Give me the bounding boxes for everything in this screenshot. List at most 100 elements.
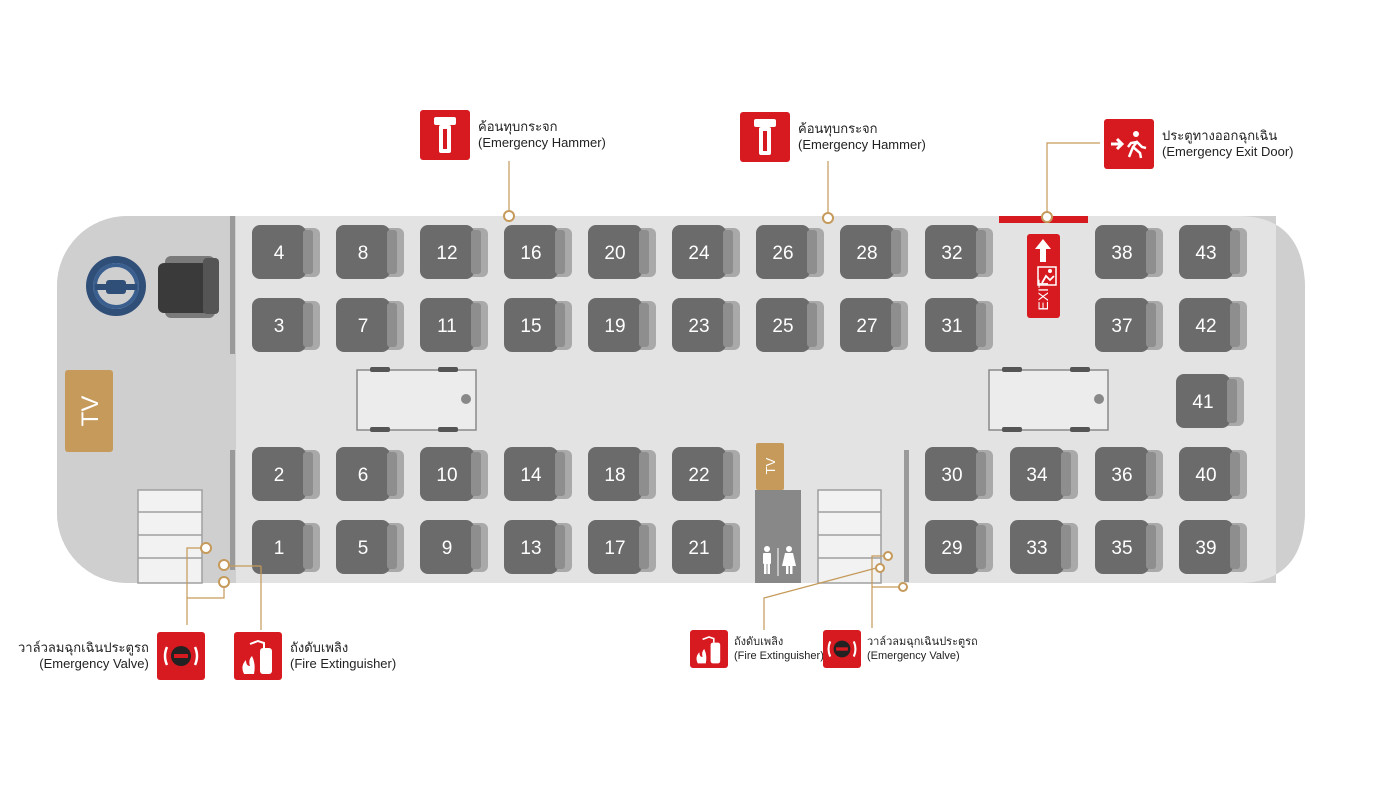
hammer1-th: ค้อนทุบกระจก <box>478 119 558 134</box>
seat-25[interactable]: 25 <box>756 298 824 352</box>
seat-32[interactable]: 32 <box>925 225 993 279</box>
hammer-icon <box>740 112 790 162</box>
legend-hammer-2: ค้อนทุบกระจก(Emergency Hammer) <box>740 112 926 162</box>
seat-number: 19 <box>604 316 625 337</box>
seat-number: 12 <box>436 243 457 264</box>
seat-5[interactable]: 5 <box>336 520 404 574</box>
seat-26[interactable]: 26 <box>756 225 824 279</box>
seat-number: 21 <box>688 538 709 559</box>
seat-2[interactable]: 2 <box>252 447 320 501</box>
seat-3[interactable]: 3 <box>252 298 320 352</box>
exit-door-en: (Emergency Exit Door) <box>1162 144 1294 159</box>
seat-31[interactable]: 31 <box>925 298 993 352</box>
seat-number: 16 <box>520 243 541 264</box>
front-entry-stairs <box>137 489 203 584</box>
hammer-marker-2 <box>822 212 834 224</box>
hammer-icon <box>420 110 470 160</box>
seat-43[interactable]: 43 <box>1179 225 1247 279</box>
ext-mid-th: ถังดับเพลิง <box>734 636 784 648</box>
driver-partition-top <box>230 216 235 354</box>
seat-number: 7 <box>358 316 369 337</box>
valve-front-en: (Emergency Valve) <box>39 656 149 671</box>
seat-30[interactable]: 30 <box>925 447 993 501</box>
svg-text:EXIT: EXIT <box>1035 279 1051 311</box>
exit-runner-icon <box>1037 266 1057 286</box>
seat-29[interactable]: 29 <box>925 520 993 574</box>
valve-icon <box>823 630 861 668</box>
seat-1[interactable]: 1 <box>252 520 320 574</box>
seat-37[interactable]: 37 <box>1095 298 1163 352</box>
seat-number: 41 <box>1192 392 1213 413</box>
seat-number: 1 <box>274 538 285 559</box>
callout-lines <box>186 142 1100 630</box>
seat-41[interactable]: 41 <box>1176 374 1244 428</box>
seat-number: 33 <box>1026 538 1047 559</box>
seat-number: 27 <box>856 316 877 337</box>
seat-13[interactable]: 13 <box>504 520 572 574</box>
seat-16[interactable]: 16 <box>504 225 572 279</box>
hammer1-en: (Emergency Hammer) <box>478 135 606 150</box>
seat-number: 22 <box>688 465 709 486</box>
seat-14[interactable]: 14 <box>504 447 572 501</box>
seat-11[interactable]: 11 <box>420 298 488 352</box>
seat-12[interactable]: 12 <box>420 225 488 279</box>
legend-ext-front: ถังดับเพลิง(Fire Extinguisher) <box>234 632 396 680</box>
seat-9[interactable]: 9 <box>420 520 488 574</box>
seat-number: 40 <box>1195 465 1216 486</box>
seat-4[interactable]: 4 <box>252 225 320 279</box>
seat-40[interactable]: 40 <box>1179 447 1247 501</box>
seat-number: 36 <box>1111 465 1132 486</box>
tv-front: TV <box>65 370 113 452</box>
driver-seat <box>158 256 219 318</box>
legend-valve-front: วาล์วลมฉุกเฉินประตูรถ(Emergency Valve) <box>18 632 205 680</box>
seat-number: 25 <box>772 316 793 337</box>
seat-number: 38 <box>1111 243 1132 264</box>
seat-42[interactable]: 42 <box>1179 298 1247 352</box>
seat-34[interactable]: 34 <box>1010 447 1078 501</box>
seat-15[interactable]: 15 <box>504 298 572 352</box>
seat-8[interactable]: 8 <box>336 225 404 279</box>
seat-number: 17 <box>604 538 625 559</box>
seat-number: 30 <box>941 465 962 486</box>
seat-19[interactable]: 19 <box>588 298 656 352</box>
table-front <box>356 367 477 432</box>
seat-number: 10 <box>436 465 457 486</box>
seat-number: 29 <box>941 538 962 559</box>
seat-24[interactable]: 24 <box>672 225 740 279</box>
seat-33[interactable]: 33 <box>1010 520 1078 574</box>
valve-mid-th: วาล์วลมฉุกเฉินประตูรถ <box>867 636 978 648</box>
middle-entry-stairs <box>817 489 882 584</box>
seat-number: 3 <box>274 316 285 337</box>
extinguisher-icon <box>234 632 282 680</box>
seat-28[interactable]: 28 <box>840 225 908 279</box>
seat-39[interactable]: 39 <box>1179 520 1247 574</box>
seat-number: 9 <box>442 538 453 559</box>
seat-number: 4 <box>274 243 285 264</box>
svg-text:TV: TV <box>77 396 104 427</box>
seat-35[interactable]: 35 <box>1095 520 1163 574</box>
ext-marker-front <box>218 559 230 571</box>
seat-17[interactable]: 17 <box>588 520 656 574</box>
seat-21[interactable]: 21 <box>672 520 740 574</box>
hammer2-en: (Emergency Hammer) <box>798 137 926 152</box>
seat-6[interactable]: 6 <box>336 447 404 501</box>
valve-marker-front <box>200 542 212 554</box>
seat-22[interactable]: 22 <box>672 447 740 501</box>
seat-number: 34 <box>1026 465 1048 486</box>
seat-20[interactable]: 20 <box>588 225 656 279</box>
seat-38[interactable]: 38 <box>1095 225 1163 279</box>
seat-23[interactable]: 23 <box>672 298 740 352</box>
seat-10[interactable]: 10 <box>420 447 488 501</box>
seat-number: 43 <box>1195 243 1216 264</box>
seat-7[interactable]: 7 <box>336 298 404 352</box>
seat-27[interactable]: 27 <box>840 298 908 352</box>
tv-middle: TV <box>756 443 784 490</box>
valve-marker-mid-2 <box>898 582 908 592</box>
legend-exit-door: ประตูทางออกฉุกเฉิน(Emergency Exit Door) <box>1104 119 1293 169</box>
legend-valve-mid: วาล์วลมฉุกเฉินประตูรถ(Emergency Valve) <box>823 630 978 668</box>
seat-36[interactable]: 36 <box>1095 447 1163 501</box>
female-icon <box>782 546 796 574</box>
seat-18[interactable]: 18 <box>588 447 656 501</box>
seat-number: 26 <box>772 243 793 264</box>
ext-front-th: ถังดับเพลิง <box>290 640 349 655</box>
